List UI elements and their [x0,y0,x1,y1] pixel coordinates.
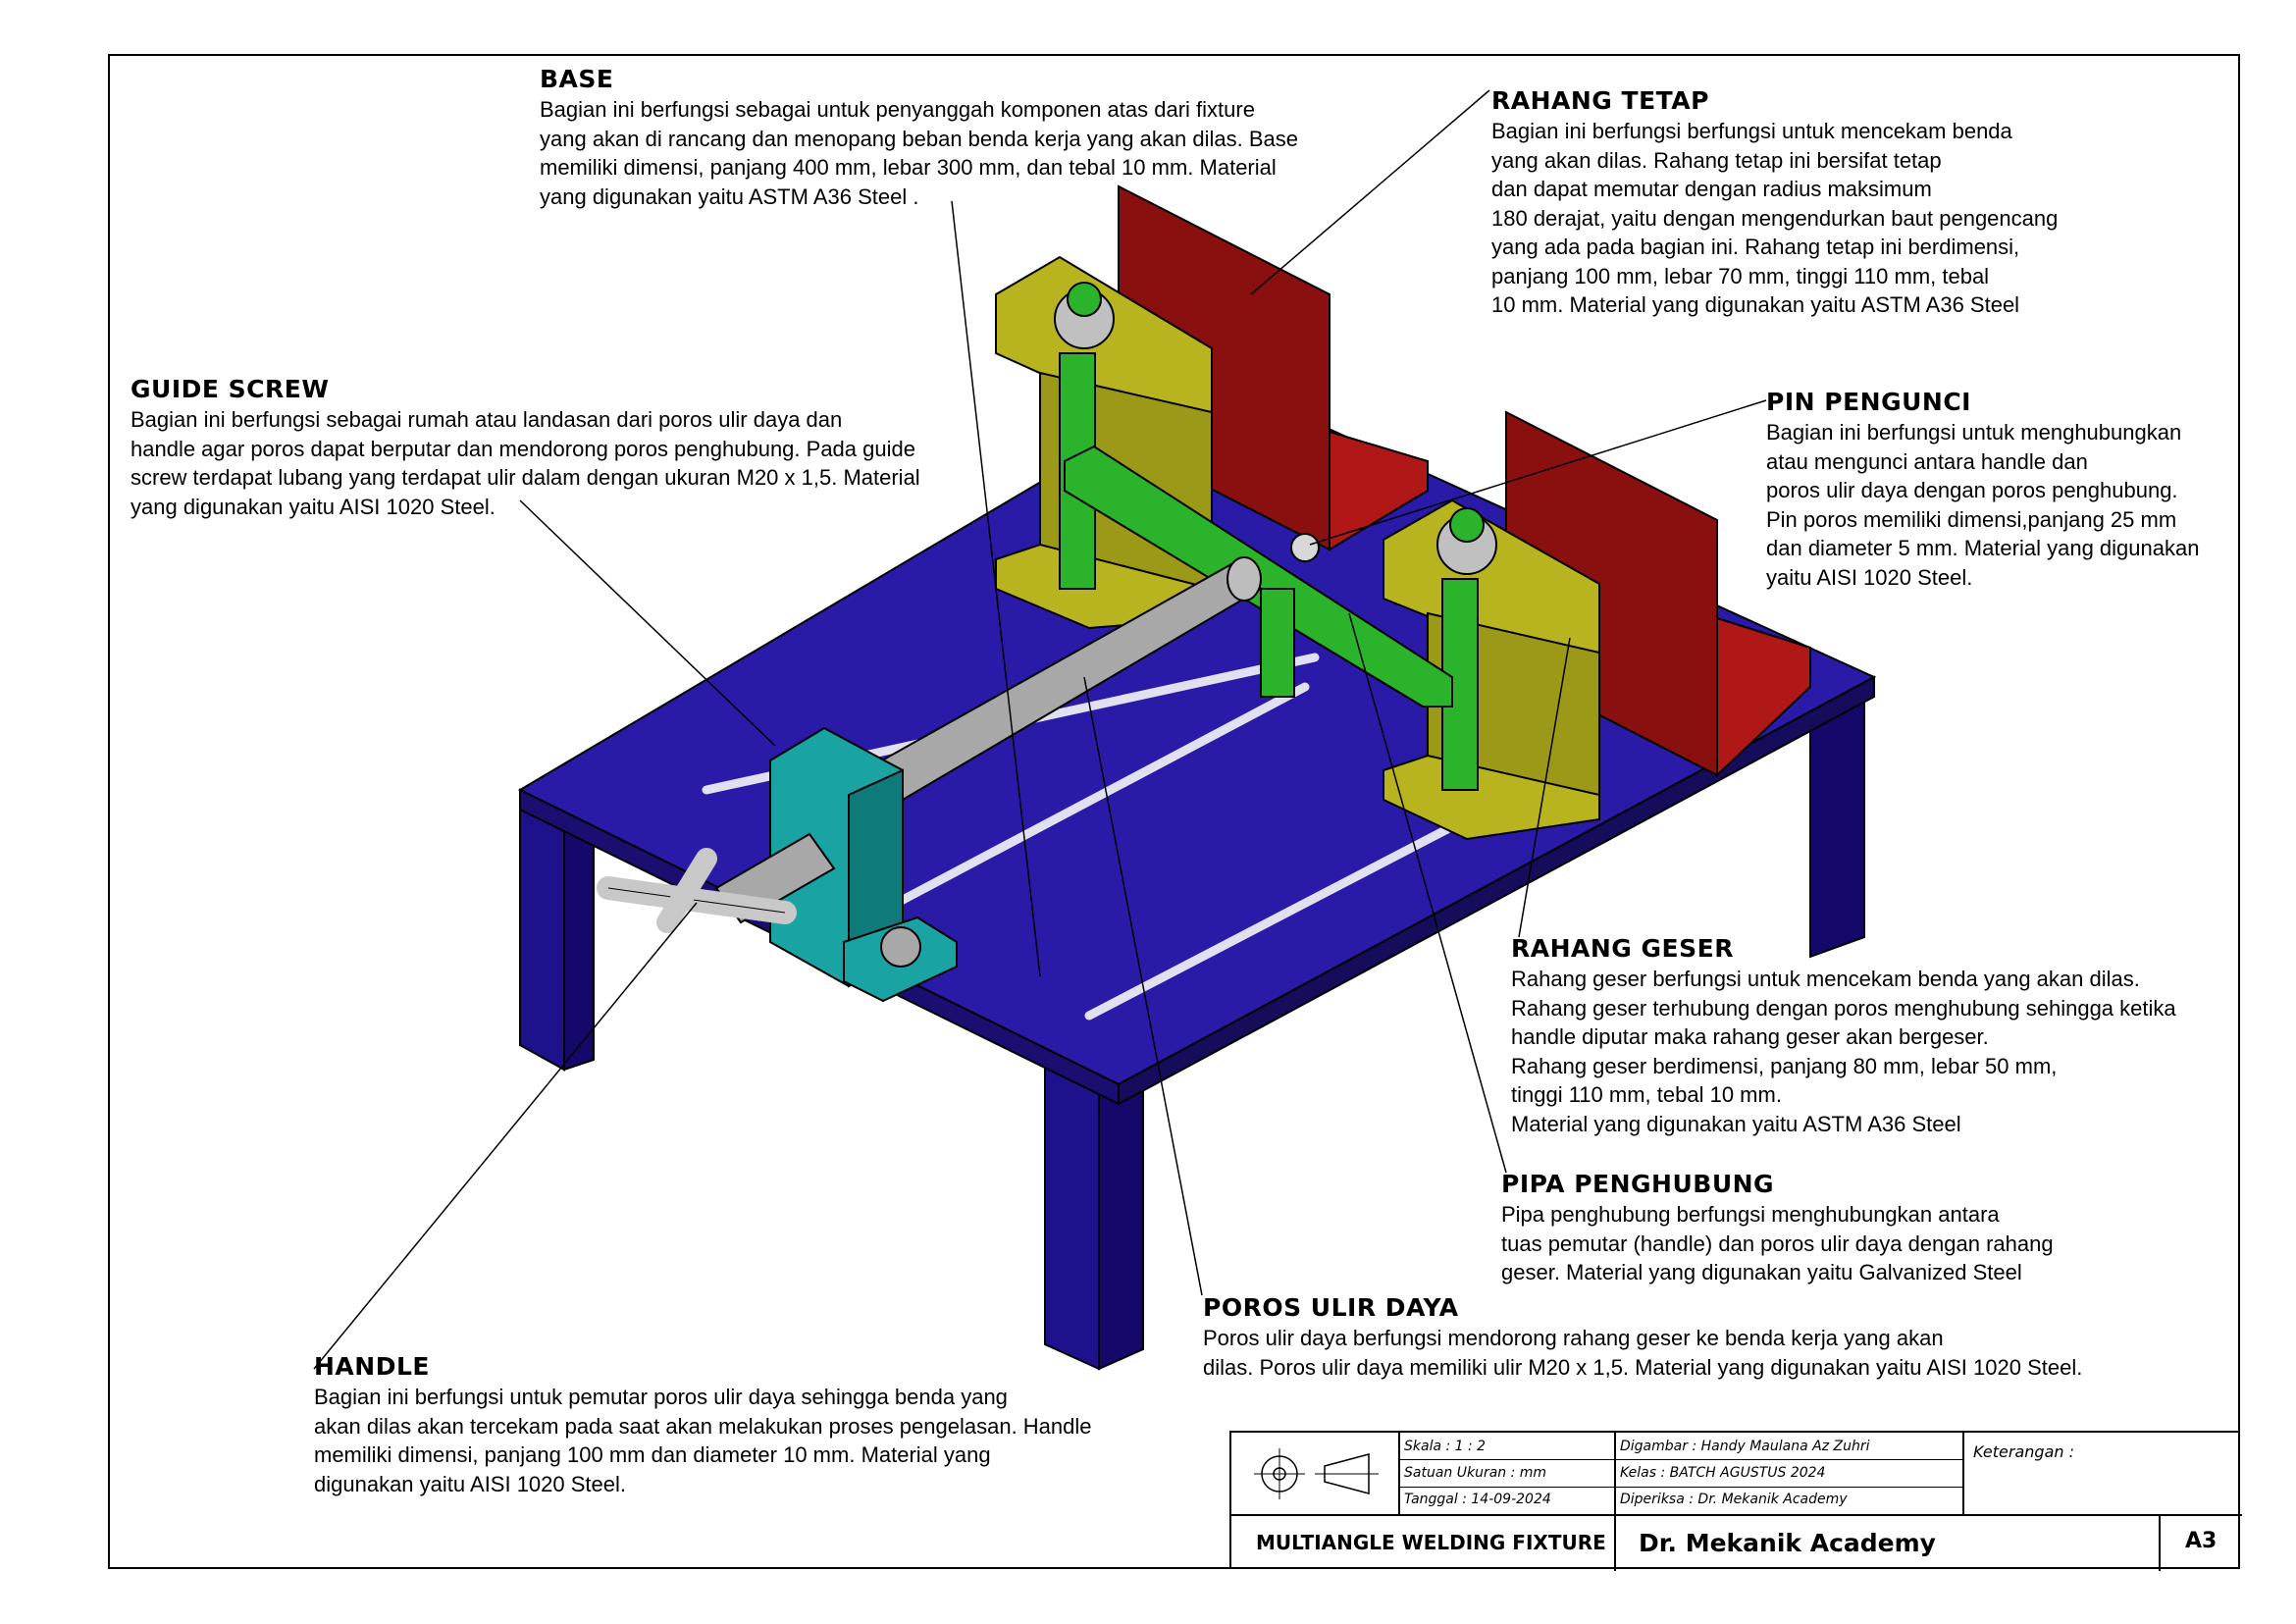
drawing-title: MULTIANGLE WELDING FIXTURE [1256,1531,1606,1554]
note-handle: HANDLE Bagian ini berfungsi untuk pemuta… [314,1352,1092,1498]
red-jaw-back-base [1329,430,1429,551]
leader-lines [313,89,1767,1370]
note-pin-pengunci: PIN PENGUNCI Bagian ini berfungsi untuk … [1766,388,2199,592]
tb-tanggal: Tanggal : 14-09-2024 [1404,1492,1551,1507]
tb-kelas: Kelas : BATCH AGUSTUS 2024 [1620,1465,1826,1481]
tb-skala: Skala : 1 : 2 [1404,1439,1487,1454]
handle-grip [656,848,717,933]
note-poros-ulir-daya: POROS ULIR DAYA Poros ulir daya berfungs… [1203,1293,2082,1382]
note-poros-ulir-daya-title: POROS ULIR DAYA [1203,1293,1459,1322]
note-base: BASE Bagian ini berfungsi sebagai untuk … [540,65,1298,211]
title-block: Skala : 1 : 2 Satuan Ukuran : mm Tanggal… [1229,1431,2242,1571]
pin-pengunci-illustration [1290,533,1320,562]
note-rahang-geser-title: RAHANG GESER [1511,934,1734,963]
leader-poros-ulir-daya [1083,676,1203,1296]
red-jaw-front-base [1716,616,1811,778]
note-guide-screw-body: Bagian ini berfungsi sebagai rumah atau … [130,407,920,519]
note-base-body: Bagian ini berfungsi sebagai untuk penya… [540,97,1299,209]
note-pipa-penghubung-body: Pipa penghubung berfungsi menghubungkan … [1501,1202,2054,1284]
leader-pin-pengunci [1309,399,1767,546]
poros-ulir-daya-illustration [871,556,1263,802]
note-rahang-tetap-title: RAHANG TETAP [1491,86,1709,115]
leader-base [951,200,1041,977]
note-pipa-penghubung-title: PIPA PENGHUBUNG [1501,1170,1775,1198]
leg-front-side [1098,1068,1144,1371]
note-poros-ulir-daya-body: Poros ulir daya berfungsi mendorong raha… [1203,1326,2083,1380]
guide-bolt [880,926,921,968]
bolt-head-back [1067,282,1102,317]
leg-front [1044,1058,1100,1371]
note-rahang-geser-body: Rahang geser berfungsi untuk mencekam be… [1511,967,2176,1136]
note-guide-screw: GUIDE SCREW Bagian ini berfungsi sebagai… [130,375,920,521]
guide-screw-illustration [769,726,958,1003]
tb-diperiksa: Diperiksa : Dr. Mekanik Academy [1620,1492,1848,1507]
leg-right [1809,695,1865,959]
note-rahang-geser: RAHANG GESER Rahang geser berfungsi untu… [1511,934,2176,1138]
note-rahang-tetap: RAHANG TETAP Bagian ini berfungsi berfun… [1491,86,2058,320]
tb-digambar: Digambar : Handy Maulana Az Zuhri [1620,1439,1870,1454]
note-handle-title: HANDLE [314,1352,430,1381]
note-pipa-penghubung: PIPA PENGHUBUNG Pipa penghubung berfungs… [1501,1170,2054,1287]
note-pin-pengunci-body: Bagian ini berfungsi untuk menghubungkan… [1766,420,2200,590]
base-plate-right-edge [1118,675,1875,1106]
company-name: Dr. Mekanik Academy [1639,1529,1936,1557]
note-base-title: BASE [540,65,614,93]
handle-illustration [597,832,836,933]
note-handle-body: Bagian ini berfungsi untuk pemutar poros… [314,1385,1092,1496]
tb-keterangan: Keterangan : [1973,1442,2074,1461]
leg-front-left [519,788,565,1072]
bolt-head-front [1449,507,1485,543]
note-guide-screw-title: GUIDE SCREW [130,375,330,403]
leader-handle [313,902,698,1370]
leader-rahang-tetap [1250,89,1490,295]
slot-3 [883,682,1310,913]
note-rahang-tetap-body: Bagian ini berfungsi berfungsi untuk men… [1491,119,2059,317]
green-drop [1260,588,1295,698]
leader-rahang-geser [1518,637,1571,938]
handle-bar-outline [607,887,786,914]
note-pin-pengunci-title: PIN PENGUNCI [1766,388,1971,416]
shaft-end [1226,556,1262,602]
leader-guide-screw [519,499,776,747]
drawing-border [108,54,2240,1569]
projection-symbol-icon [1254,1448,1379,1499]
sheet-size: A3 [2185,1529,2218,1553]
yellow-jaw-front-foot [1383,754,1600,841]
tb-satuan: Satuan Ukuran : mm [1404,1465,1547,1481]
leader-pipa-penghubung [1348,612,1507,1174]
slot-2 [1084,824,1452,1021]
